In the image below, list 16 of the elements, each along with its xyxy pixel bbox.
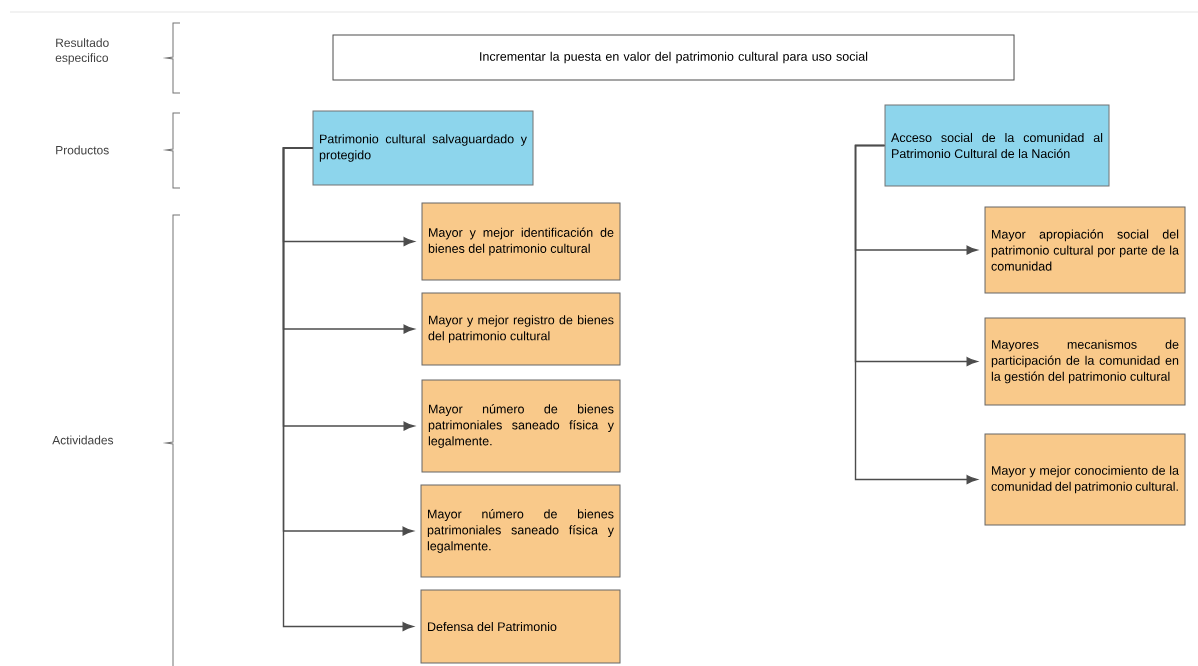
row-label: Resultado especifico (55, 38, 109, 65)
product-box: Patrimonio cultural salvaguardado y protegido (312, 110, 534, 186)
product-box: Acceso social de la comunidad al Patrimonio Cultural de la Nación (884, 104, 1110, 187)
activity-box: Mayor número de bienes patrimoniales saneado física y legalmente. (421, 379, 621, 473)
activity-box: Mayor número de bienes patrimoniales saneado física y legalmente. (420, 484, 621, 578)
arrow (282, 147, 414, 631)
activity-box: Mayores mecanismos de participación de la comunidad en la gestión del patrimonio cultural (984, 317, 1186, 406)
row-label: Actividades (52, 435, 114, 445)
arrow (854, 144, 978, 484)
row-label: Productos (56, 145, 109, 155)
result-box: Incrementar la puesta en valor del patrimonio cultural para uso social (332, 34, 1015, 81)
activity-box: Mayor y mejor conocimiento de la comunidad del patrimonio cultural. (984, 433, 1186, 526)
activity-box: Mayor y mejor identificación de bienes del patrimonio cultural (421, 202, 621, 281)
activity-box: Mayor y mejor registro de bienes del patrimonio cultural (421, 292, 621, 366)
activity-box: Defensa del Patrimonio (420, 589, 621, 664)
activity-box: Mayor apropiación social del patrimonio cultural por parte de la comunidad (984, 206, 1186, 294)
